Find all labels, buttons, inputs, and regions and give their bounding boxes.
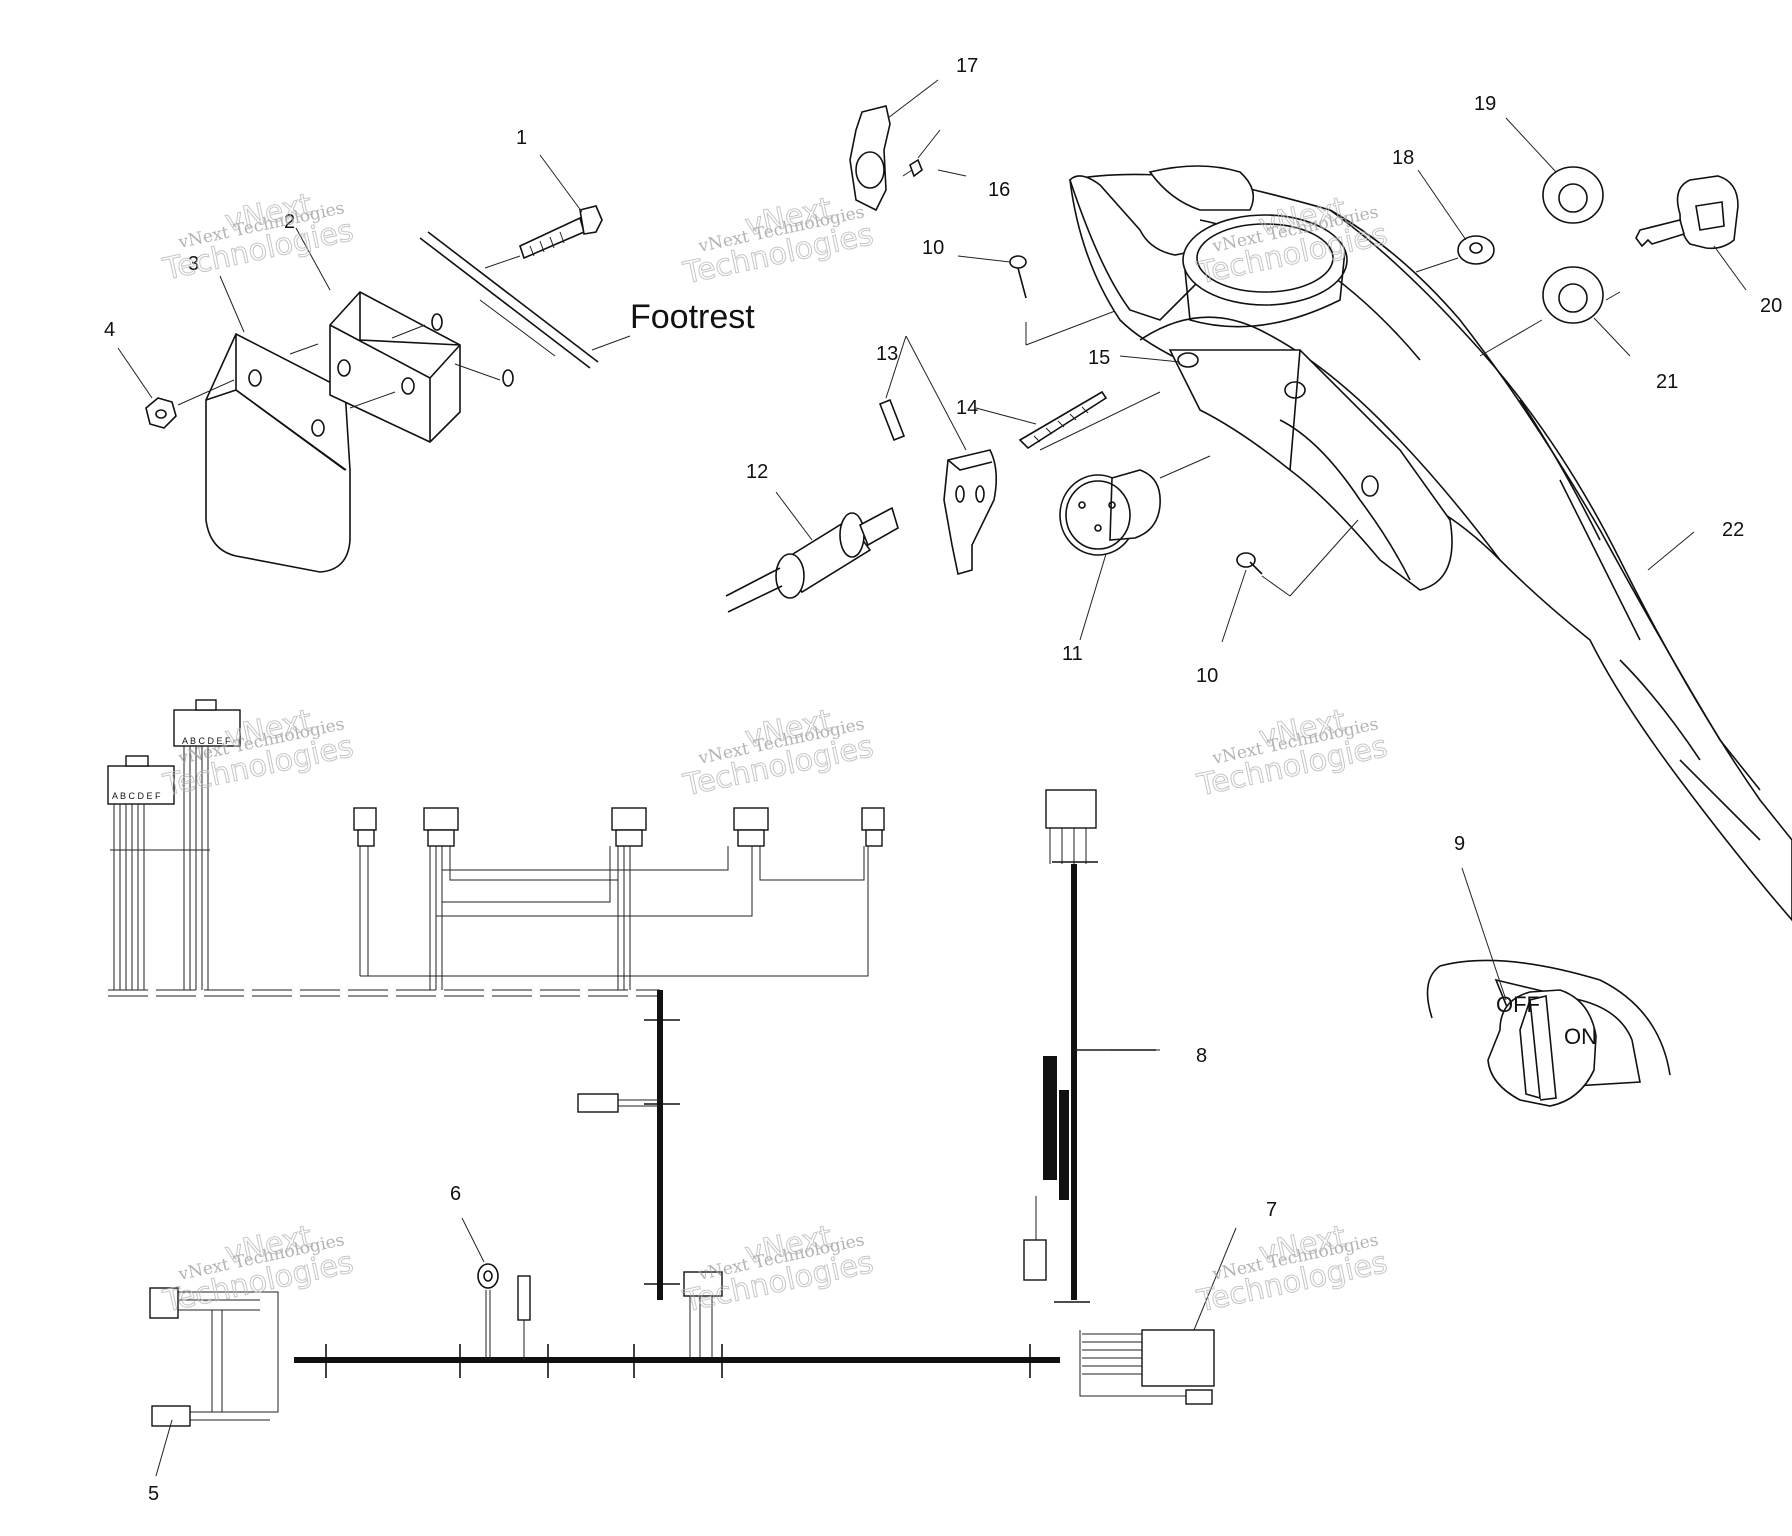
callout-6: 6: [450, 1183, 461, 1205]
connector-block: [151, 1405, 191, 1427]
connector-block: [173, 709, 241, 747]
callout-15: 15: [1088, 347, 1110, 369]
wiring-harness-8: A B C D E F A B C D E F: [107, 699, 1215, 1427]
connector-block: [1141, 1329, 1215, 1387]
switch-off-label: OFF: [1496, 992, 1540, 1017]
callout-1: 1: [516, 127, 527, 149]
switch-on-label: ON: [1564, 1024, 1597, 1049]
lock-nut-icon: [1457, 235, 1495, 265]
callout-4: 4: [104, 319, 115, 341]
callout-16: 16: [988, 179, 1010, 201]
callout-12: 12: [746, 461, 768, 483]
callout-19: 19: [1474, 93, 1496, 115]
callout-21: 21: [1656, 371, 1678, 393]
gauge-opening: [1182, 214, 1348, 306]
connector-block: [1045, 789, 1097, 829]
switch-plunger-icon: [725, 506, 899, 613]
ignition-switch-icon: [1059, 469, 1161, 556]
console-assembly: [725, 105, 1792, 922]
callout-14: 14: [956, 397, 978, 419]
connector-block: [683, 1271, 723, 1297]
bolt-icon: [519, 205, 603, 260]
connector-block: [149, 1287, 179, 1319]
leader-lines: [117, 79, 1747, 1477]
callout-9: 9: [1454, 833, 1465, 855]
callout-17: 17: [956, 55, 978, 77]
callout-20: 20: [1760, 295, 1782, 317]
callout-10-top: 10: [922, 237, 944, 259]
footrest-pad: [205, 332, 351, 573]
screw-icon: [1009, 255, 1027, 299]
key-icon: [1635, 175, 1739, 250]
screw-icon: [1236, 552, 1263, 575]
callout-13: 13: [876, 343, 898, 365]
callout-5: 5: [148, 1483, 159, 1505]
switch-inset-9: [1426, 959, 1671, 1107]
callout-22: 22: [1722, 519, 1744, 541]
svg-text:A B C D E F: A B C D E F: [112, 791, 161, 801]
callout-numbers: 1 2 3 4 5 6 7 8 9 10 10 11 12 13 14 15 1…: [104, 55, 1782, 1505]
bezel-ring-icon: [1542, 266, 1604, 324]
callout-10-bottom: 10: [1196, 665, 1218, 687]
bezel-ring-icon: [1542, 166, 1604, 224]
nut-icon: [145, 397, 177, 429]
svg-text:A B C D E F: A B C D E F: [182, 736, 231, 746]
callout-11: 11: [1062, 643, 1083, 665]
ring-terminal-icon: [477, 1263, 531, 1360]
footrest-assembly: [145, 205, 603, 573]
callout-18: 18: [1392, 147, 1414, 169]
footrest-label: Footrest: [630, 298, 755, 336]
connector-row: [353, 807, 885, 847]
key-cover-icon: [878, 398, 998, 576]
callout-3: 3: [188, 253, 199, 275]
callout-2: 2: [284, 211, 295, 233]
tie-strap-icon: [1018, 390, 1161, 451]
connector-block: [577, 1093, 619, 1113]
callout-7: 7: [1266, 1199, 1277, 1221]
bracket-17: [849, 105, 891, 212]
callout-8: 8: [1196, 1045, 1207, 1067]
